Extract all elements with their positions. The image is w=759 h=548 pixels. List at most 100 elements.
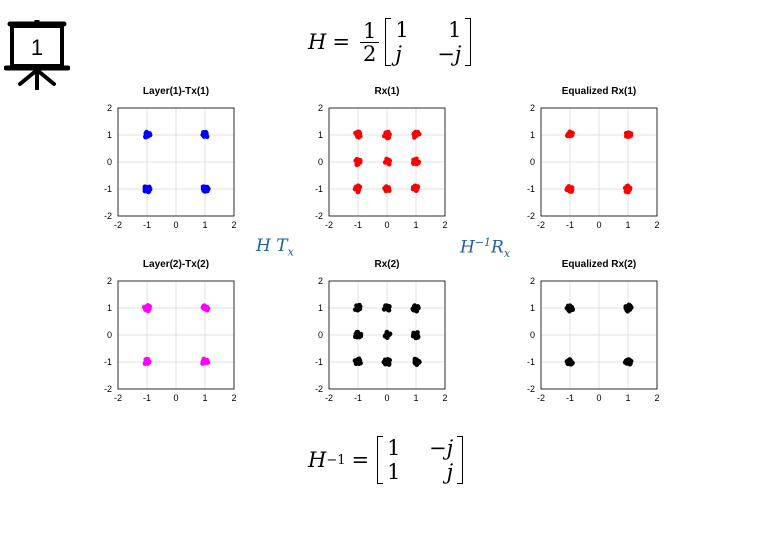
x-tick-label: 0 [173,220,178,230]
inverse-matrix-equation: H−1 = 1 −j 1 j [308,432,464,488]
sample-dot [387,357,392,363]
equalizer-operation-label: H−1Rx [460,236,510,260]
sample-dot [565,361,571,367]
sample-dot [353,184,359,190]
sample-dot [202,132,208,138]
x-tick-label: -1 [566,220,574,230]
constellation-point [410,330,421,341]
matrix-cell: 1 [387,436,401,460]
sample-dot [569,132,575,138]
matrix-cells: 1 −j 1 j [383,436,457,484]
matrix-right-bracket [465,18,472,66]
sample-dot [626,186,632,192]
y-tick-label: -2 [527,384,535,394]
x-tick-label: 0 [384,393,389,403]
matrix-left-bracket [377,436,384,484]
x-tick-label: 1 [413,220,418,230]
plot-frame [117,107,235,217]
matrix-cell: 1 [387,460,401,484]
constellation-point [411,156,422,167]
y-tick-label: 2 [107,103,112,113]
constellation-point [412,356,422,368]
y-tick-label: -1 [104,357,112,367]
constellation-point [410,183,421,194]
sample-dot [628,131,634,136]
sample-dot [414,362,420,367]
constellation-point [142,356,152,366]
constellation-point [564,184,575,194]
constellation-point [353,129,363,140]
x-tick-label: 2 [231,220,236,230]
y-tick-label: -1 [315,184,323,194]
y-tick-label: 1 [107,130,112,140]
constellation-point [382,129,392,141]
sample-dot [356,188,361,194]
chart-title: Layer(2)-Tx(2) [143,259,209,270]
matrix: 1 −j 1 j [377,436,464,484]
x-tick-label: 2 [231,393,236,403]
constellation-point [411,129,422,140]
fraction-denominator: 2 [362,41,377,66]
sample-dot [145,133,151,138]
constellation-point [353,329,364,340]
x-tick-label: -2 [114,220,122,230]
equation-lhs: H [308,448,327,472]
y-tick-label: 2 [318,276,323,286]
sample-dot [145,188,150,194]
y-tick-label: 0 [107,157,112,167]
y-tick-label: 0 [107,330,112,340]
x-tick-label: 1 [413,393,418,403]
sample-dot [383,131,389,136]
x-tick-label: 1 [625,220,630,230]
sample-dot [412,183,418,189]
label-superscript: −1 [474,236,492,249]
x-tick-label: -2 [325,393,333,403]
equation-equals: = [332,30,350,54]
matrix: 1 1 j −j [385,18,472,66]
constellation-point [200,184,211,194]
sample-dot [384,187,390,193]
x-tick-label: 0 [596,393,601,403]
x-tick-label: 2 [654,220,659,230]
channel-matrix-equation: H = 1 2 1 1 j −j [308,14,472,70]
constellation-point [622,183,633,195]
sample-dot [567,186,573,192]
y-tick-label: 2 [530,276,535,286]
y-tick-label: -2 [315,211,323,221]
label-subscript: x [287,245,294,259]
x-tick-label: 2 [654,393,659,403]
constellation-point [382,184,392,194]
y-tick-label: 1 [318,130,323,140]
x-tick-label: 1 [202,220,207,230]
channel-operation-label: H Tx [256,236,294,258]
plot-frame [117,280,235,390]
sample-dot [354,158,359,163]
matrix-cell: 1 [395,18,409,42]
x-tick-label: 0 [173,393,178,403]
constellation-point [200,129,210,140]
sample-dot [415,306,420,311]
y-tick-label: 0 [318,330,323,340]
x-tick-label: -1 [354,220,362,230]
plot-frame [540,280,658,390]
chart-title: Rx(2) [374,259,399,270]
constellation-point [564,303,576,314]
constellation-point [353,156,363,168]
sample-dot [566,304,571,309]
equation-superscript: −1 [326,452,346,468]
sample-dot [357,184,363,190]
chart-title: Equalized Rx(1) [562,86,636,97]
y-tick-label: -1 [527,184,535,194]
sample-dot [203,306,209,312]
x-tick-label: 2 [442,393,447,403]
constellation-point [564,357,575,367]
label-part: T [276,236,288,256]
y-tick-label: 0 [318,157,323,167]
